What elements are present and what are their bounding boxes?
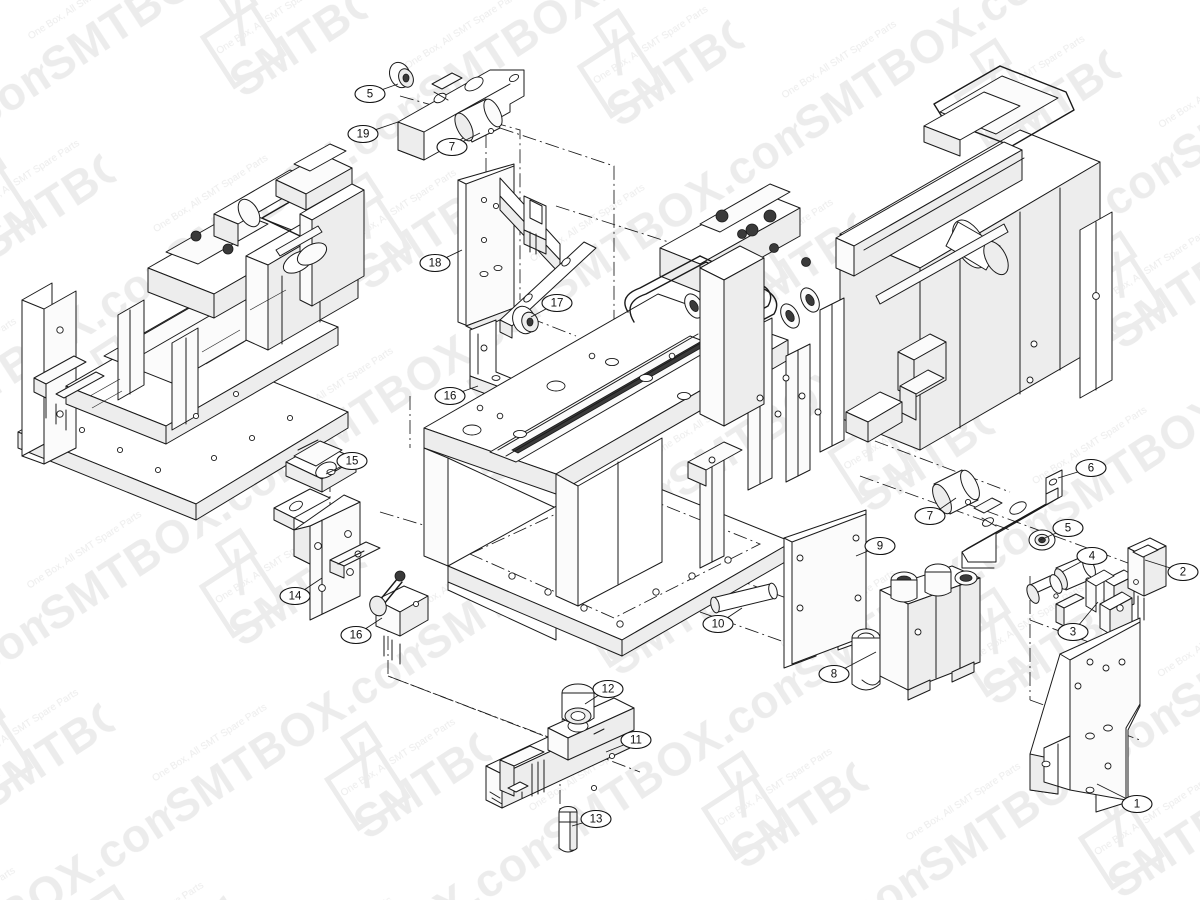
part-9-flat-plate [783, 509, 867, 669]
callout-balloon-4[interactable]: 4 [1061, 546, 1108, 573]
callout-number: 15 [346, 456, 359, 468]
callout-ellipse [818, 664, 850, 684]
callout-number: 4 [1089, 551, 1096, 563]
callout-ellipse [1075, 458, 1107, 478]
callout-ellipse [1052, 518, 1084, 538]
callout-number: 10 [712, 619, 725, 631]
callout-number: 14 [289, 591, 302, 603]
callout-balloon-7[interactable]: 7 [914, 497, 957, 526]
callout-balloon-9[interactable]: 9 [855, 536, 896, 557]
callout-balloon-13[interactable]: 13 [571, 809, 612, 829]
callout-ellipse [419, 253, 451, 273]
callout-number: 7 [927, 511, 933, 523]
callout-balloon-2[interactable]: 2 [1144, 559, 1199, 582]
callout-ellipse [1121, 794, 1153, 814]
part-12-valve-cap [561, 683, 595, 725]
assembly-reference-view [17, 143, 365, 521]
callout-number: 18 [429, 258, 442, 270]
callout-balloon-1[interactable]: 1 [1096, 783, 1153, 814]
callout-balloon-18[interactable]: 18 [419, 249, 463, 273]
part-8-manifold-block [851, 563, 981, 701]
callout-number: 9 [877, 541, 883, 553]
callout-ellipse [580, 809, 612, 829]
callout-number: 12 [602, 684, 615, 696]
callout-ellipse [541, 293, 573, 313]
callout-number: 16 [350, 630, 363, 642]
part-16-micro-switch [369, 570, 429, 665]
part-2-sensor [1127, 537, 1167, 621]
callout-balloon-17[interactable]: 17 [530, 293, 573, 318]
callout-number: 16 [444, 391, 457, 403]
part-5-roller-top [389, 61, 414, 89]
callout-ellipse [434, 386, 466, 406]
part-17-roller [512, 305, 539, 335]
callout-balloon-14[interactable]: 14 [279, 577, 323, 606]
part-7-bushing-top [454, 98, 503, 143]
callout-balloon-12[interactable]: 12 [584, 679, 624, 705]
callout-balloon-6[interactable]: 6 [1057, 458, 1107, 479]
callout-ellipse [702, 614, 734, 634]
callout-balloon-10[interactable]: 10 [702, 607, 743, 634]
callout-ellipse [340, 625, 372, 645]
callout-number: 19 [357, 129, 370, 141]
callout-ellipse [620, 730, 652, 750]
callout-ellipse [436, 137, 468, 157]
part-5-washer [1028, 529, 1056, 551]
callout-number: 6 [1088, 463, 1094, 475]
part-10-dowel-pin [710, 582, 778, 614]
part-13-valve-plug [558, 806, 578, 853]
part-6-bracket-bar [961, 469, 1063, 569]
callout-number: 3 [1070, 627, 1076, 639]
callout-ellipse [336, 451, 368, 471]
part-3-clamp-block [1026, 569, 1135, 635]
callout-ellipse [279, 586, 311, 606]
callout-number: 5 [367, 89, 373, 101]
callout-balloon-8[interactable]: 8 [818, 651, 877, 684]
part-7-bushing-right [932, 469, 980, 515]
callout-ellipse [1167, 562, 1199, 582]
callout-balloon-19[interactable]: 19 [347, 121, 399, 144]
callout-number: 5 [1065, 523, 1071, 535]
callout-ellipse [914, 506, 946, 526]
callout-balloon-5[interactable]: 5 [1039, 518, 1084, 541]
callout-ellipse [592, 679, 624, 699]
center-mechanism-assembly [624, 65, 1113, 491]
callout-number: 13 [590, 814, 603, 826]
callout-balloon-7[interactable]: 7 [436, 132, 481, 157]
callout-balloon-11[interactable]: 11 [605, 730, 652, 753]
callout-number: 8 [831, 669, 837, 681]
callout-ellipse [347, 124, 379, 144]
callout-balloon-15[interactable]: 15 [325, 451, 368, 475]
callout-ellipse [864, 536, 896, 556]
part-14-side-bracket [273, 488, 381, 621]
callout-balloon-16[interactable]: 16 [340, 617, 383, 645]
callout-balloon-5[interactable]: 5 [354, 83, 399, 104]
callout-balloon-3[interactable]: 3 [1057, 601, 1099, 642]
callout-ellipse [1076, 546, 1108, 566]
callout-number: 2 [1180, 567, 1186, 579]
callout-number: 17 [551, 298, 564, 310]
part-1-mounting-plate [1029, 617, 1141, 813]
callout-balloon-16[interactable]: 16 [434, 385, 479, 406]
part-18-sensor-plate [457, 163, 597, 339]
part-11-solenoid-valve [485, 697, 635, 809]
callout-number: 11 [630, 735, 642, 747]
callout-number: 1 [1134, 799, 1140, 811]
callout-ellipse [354, 84, 386, 104]
callout-ellipse [1057, 622, 1089, 642]
main-base-structure [423, 293, 793, 657]
callout-number: 7 [449, 142, 455, 154]
